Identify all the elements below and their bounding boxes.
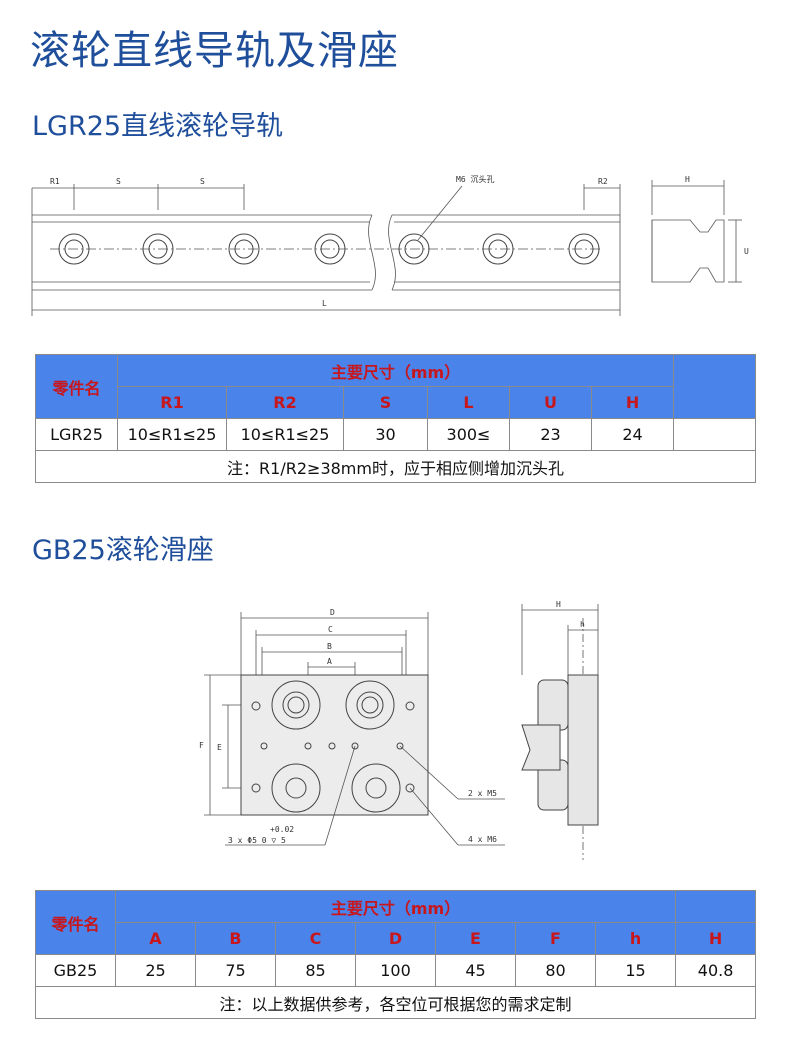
dim-c-label: C <box>328 625 333 634</box>
table-cell: 30 <box>343 418 428 451</box>
table-cell: 75 <box>195 954 276 987</box>
page-title: 滚轮直线导轨及滑座 <box>30 28 399 74</box>
rail-section-title: LGR25直线滚轮导轨 <box>32 111 284 142</box>
dim-h-label: H <box>685 175 690 184</box>
table-cell: GB25 <box>35 954 116 987</box>
dim-d-label: D <box>330 608 335 617</box>
dim-h-label: H <box>556 600 561 609</box>
rail-spec-table: 零件名 主要尺寸（mm） R1 R2 S L U H LGR25 10≤R1≤2… <box>34 354 757 483</box>
rail-group-header: 主要尺寸（mm） <box>116 354 675 387</box>
dim-m6-label: 4 x M6 <box>468 835 497 844</box>
slider-drawing: D C B A F E H h 2 x M5 4 x M6 +0.02 3 x … <box>199 600 599 860</box>
rail-col-header: L <box>427 386 510 419</box>
slider-col-header: F <box>515 922 596 955</box>
table-row: GB25 25 75 85 100 45 80 15 40.8 <box>35 954 757 987</box>
rail-col-header: U <box>509 386 592 419</box>
slider-col-header: A <box>115 922 196 955</box>
dim-s2-label: S <box>200 177 205 186</box>
table-cell: 45 <box>435 954 516 987</box>
slider-col-header: B <box>195 922 276 955</box>
slider-section-title: GB25滚轮滑座 <box>32 535 214 566</box>
rail-part-header: 零件名 <box>35 354 118 419</box>
table-cell: 85 <box>275 954 356 987</box>
slider-blank-header <box>675 890 757 923</box>
dim-r1-label: R1 <box>50 177 60 186</box>
table-cell: LGR25 <box>35 418 118 451</box>
dim-hole-label: M6 沉头孔 <box>456 174 494 184</box>
slider-col-header: D <box>355 922 436 955</box>
slider-group-header: 主要尺寸（mm） <box>114 890 677 923</box>
dim-b-label: B <box>327 642 332 651</box>
dim-tol-label: +0.02 <box>270 825 294 834</box>
slider-col-header: C <box>275 922 356 955</box>
table-cell: 80 <box>515 954 596 987</box>
dim-u-label: U <box>744 247 749 256</box>
dim-e-label: E <box>217 743 222 752</box>
table-row: LGR25 10≤R1≤25 10≤R1≤25 30 300≤ 23 24 <box>35 418 757 451</box>
table-cell: 40.8 <box>675 954 757 987</box>
rail-col-header: S <box>343 386 428 419</box>
rail-drawing: R1 S S M6 沉头孔 R2 L H U <box>31 174 749 316</box>
table-cell: 15 <box>594 954 677 987</box>
dim-f-label: F <box>199 741 204 750</box>
rail-col-header: H <box>590 386 675 419</box>
slider-spec-table: 零件名 主要尺寸（mm） A B C D E F h H GB25 25 75 … <box>34 890 757 1019</box>
dim-a-label: A <box>327 657 332 666</box>
table-cell: 10≤R1≤25 <box>226 418 344 451</box>
rail-blank-header <box>673 354 757 419</box>
table-cell: 100 <box>355 954 436 987</box>
table-cell: 25 <box>115 954 196 987</box>
table-cell-empty <box>673 418 757 451</box>
dim-pin-label: 3 x Φ5 0 ▽ 5 <box>228 836 286 845</box>
table-cell: 24 <box>590 418 675 451</box>
dim-s1-label: S <box>116 177 121 186</box>
dim-small-h-label: h <box>580 620 585 629</box>
rail-col-header: R1 <box>117 386 227 419</box>
rail-note: 注：R1/R2≥38mm时，应于相应侧增加沉头孔 <box>34 450 757 483</box>
slider-col-header: H <box>675 922 757 955</box>
table-cell: 10≤R1≤25 <box>117 418 227 451</box>
slider-col-header: h <box>594 922 677 955</box>
dim-r2-label: R2 <box>598 177 608 186</box>
slider-note: 注：以上数据供参考，各空位可根据您的需求定制 <box>34 986 757 1019</box>
dim-m5-label: 2 x M5 <box>468 789 497 798</box>
table-cell: 300≤ <box>427 418 510 451</box>
slider-col-header: E <box>435 922 516 955</box>
dim-l-label: L <box>322 299 327 308</box>
table-cell: 23 <box>509 418 592 451</box>
slider-part-header: 零件名 <box>35 890 116 955</box>
rail-col-header: R2 <box>226 386 344 419</box>
